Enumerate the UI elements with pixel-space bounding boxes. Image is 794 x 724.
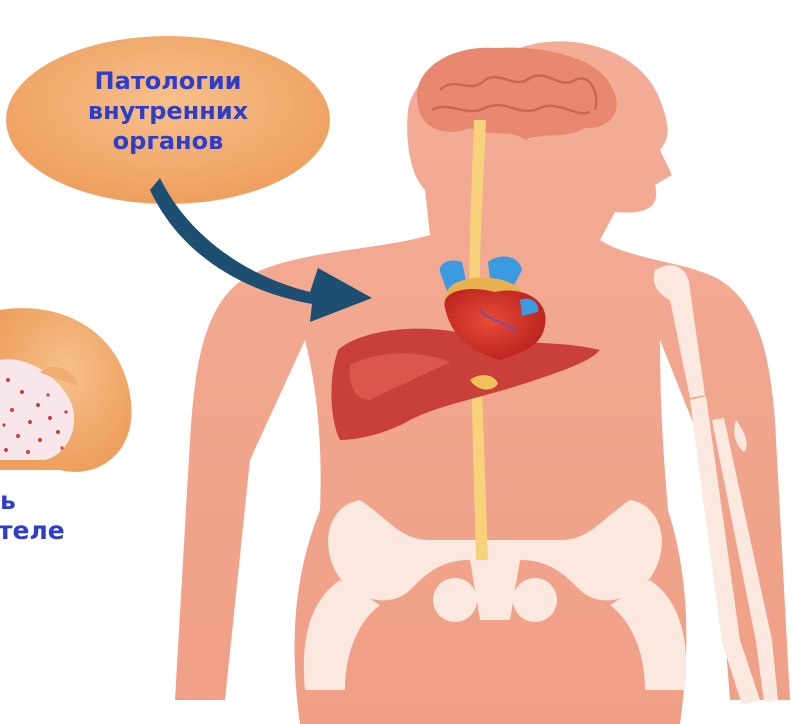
callout-line-2: внутренних: [18, 96, 318, 126]
skin-callout-circle: [0, 308, 132, 472]
callout-line-3: органов: [18, 126, 318, 156]
callout-line-1: Патологии: [18, 66, 318, 96]
internal-organs-callout-label: Патологии внутренних органов: [18, 66, 318, 156]
skin-callout-line-2: теле: [0, 516, 65, 545]
skin-callout-line-1: ь: [0, 486, 16, 515]
